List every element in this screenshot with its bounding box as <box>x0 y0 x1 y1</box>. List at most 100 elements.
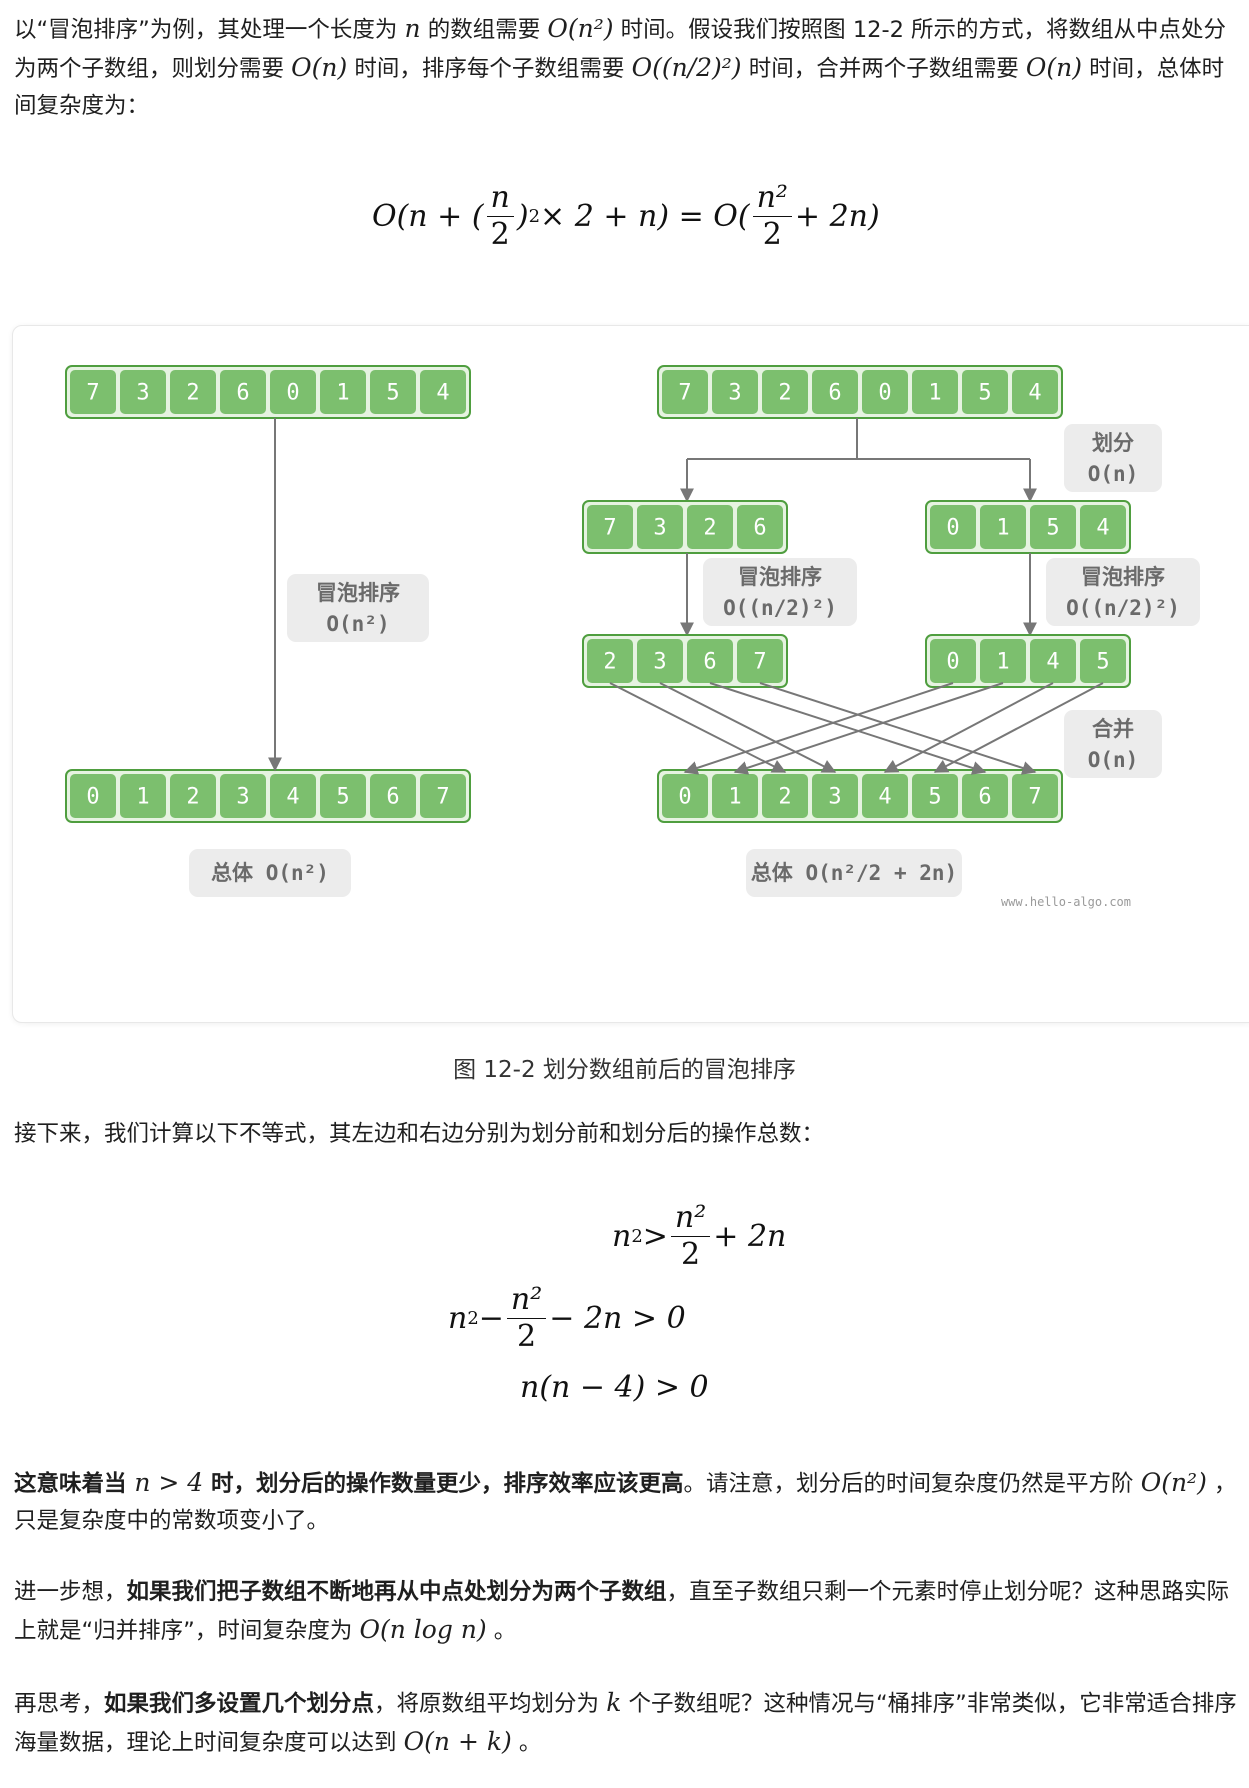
bold-text: 这意味着当 <box>14 1471 135 1497</box>
right-total-label: 总体 O(n²/2 + 2n) <box>746 849 962 897</box>
text: 再思考， <box>14 1691 105 1717</box>
label-line: 冒泡排序 <box>738 565 822 589</box>
numerator: n² <box>752 180 792 217</box>
array-cell <box>587 505 633 549</box>
array-cell <box>962 370 1008 414</box>
array-cell <box>70 774 116 818</box>
array-cell-value: 2 <box>186 381 199 406</box>
label-line: 划分 <box>1092 431 1134 455</box>
formula-part: − 2n > 0 <box>549 1301 686 1336</box>
array-cell-value: 1 <box>996 516 1009 541</box>
array-cell-value: 0 <box>946 650 959 675</box>
array-cell-value: 2 <box>778 785 791 810</box>
array-cell <box>912 370 958 414</box>
math-o-nlogn: O(n log n) <box>359 1615 487 1644</box>
array-cell <box>962 774 1008 818</box>
math-o-n-squared: O(n²) <box>547 14 614 43</box>
array-cell-value: 3 <box>828 785 841 810</box>
array-cell-value: 2 <box>778 381 791 406</box>
array-cell-value: 4 <box>1028 381 1041 406</box>
array-cell-value: 4 <box>1046 650 1059 675</box>
array-cell <box>687 639 733 683</box>
right-total-label-bg <box>746 849 962 897</box>
formula-part: + 2n <box>713 1219 787 1254</box>
math-n: n <box>404 14 421 43</box>
formula-part: + 2n) <box>794 199 880 234</box>
merge-label: 合并O(n) <box>1064 710 1162 778</box>
math-o-n-squared: O(n²) <box>1140 1468 1207 1497</box>
text: 时间，总体时间复杂度为： <box>14 56 1225 119</box>
bold-text: 如果我们多设置几个划分点 <box>104 1691 375 1717</box>
text: ，只是复杂度中的常数项变小了。 <box>14 1471 1237 1534</box>
label-line: O(n²) <box>326 612 389 636</box>
array-cell <box>737 639 783 683</box>
array-cell-value: 0 <box>878 381 891 406</box>
denominator: 2 <box>762 217 782 252</box>
formula-part: O(n + ( <box>372 199 484 234</box>
formula-part: n <box>448 1301 468 1336</box>
sort-label-right: 冒泡排序 O((n/2)²) <box>1046 558 1200 626</box>
array-cell <box>930 639 976 683</box>
merge-sort-paragraph: 进一步想，如果我们把子数组不断地再从中点处划分为两个子数组，直至子数组只剩一个元… <box>14 1574 1242 1650</box>
array-cell <box>1030 639 1076 683</box>
math-o-n: O(n) <box>291 53 348 82</box>
formula-part: − <box>478 1301 504 1336</box>
array-cell-value: 4 <box>286 785 299 810</box>
array-cell <box>120 370 166 414</box>
array-cell <box>420 774 466 818</box>
merge-arrow <box>659 682 837 773</box>
bold-text: 时，划分后的操作数量更少，排序效率应该更高 <box>203 1471 684 1497</box>
array-cell-value: 0 <box>286 381 299 406</box>
left-total-label-bg <box>189 849 351 897</box>
array-cell <box>812 370 858 414</box>
right-bottom-array-frame <box>657 769 1063 823</box>
array-cell-value: 5 <box>1046 516 1059 541</box>
label-line: O(n) <box>1088 748 1139 772</box>
array-cell-value: 3 <box>236 785 249 810</box>
label-line: O((n/2)²) <box>1066 596 1180 620</box>
array-cell-value: 7 <box>1028 785 1041 810</box>
array-cell-value: 5 <box>1096 650 1109 675</box>
math-o-half-squared: O((n/2)²) <box>631 53 742 82</box>
array-cell <box>712 774 758 818</box>
array-cell <box>270 370 316 414</box>
array-cell <box>862 370 908 414</box>
array-cell <box>320 370 366 414</box>
array-cell <box>980 505 1026 549</box>
array-cell <box>370 370 416 414</box>
left-top-array-frame <box>65 365 471 419</box>
array-cell-value: 2 <box>603 650 616 675</box>
text: 进一步想， <box>14 1579 127 1605</box>
sort-label-right-bg <box>1046 558 1200 626</box>
array-cell-value: 7 <box>603 516 616 541</box>
array-cell <box>687 505 733 549</box>
array-cell-value: 7 <box>436 785 449 810</box>
array-cell <box>270 774 316 818</box>
array-cell-value: 7 <box>678 381 691 406</box>
text: 的数组需要 <box>420 17 548 43</box>
array-cell <box>637 639 683 683</box>
math-o-n: O(n) <box>1025 53 1082 82</box>
sort-label-left-bg <box>703 558 857 626</box>
text: 时间，合并两个子数组需要 <box>741 56 1026 82</box>
array-cell <box>862 774 908 818</box>
array-cell <box>930 505 976 549</box>
bucket-sort-paragraph: 再思考，如果我们多设置几个划分点，将原数组平均划分为 k 个子数组呢？这种情况与… <box>14 1684 1242 1762</box>
array-cell-value: 0 <box>946 516 959 541</box>
array-cell <box>912 774 958 818</box>
array-cell <box>712 370 758 414</box>
label-line: 冒泡排序 <box>1081 565 1165 589</box>
array-cell <box>320 774 366 818</box>
array-cell <box>370 774 416 818</box>
text: 以“冒泡排序”为例，其处理一个长度为 <box>14 17 405 43</box>
label-line: O(n) <box>1088 462 1139 486</box>
text: 。请注意，划分后的时间复杂度仍然是平方阶 <box>683 1471 1141 1497</box>
